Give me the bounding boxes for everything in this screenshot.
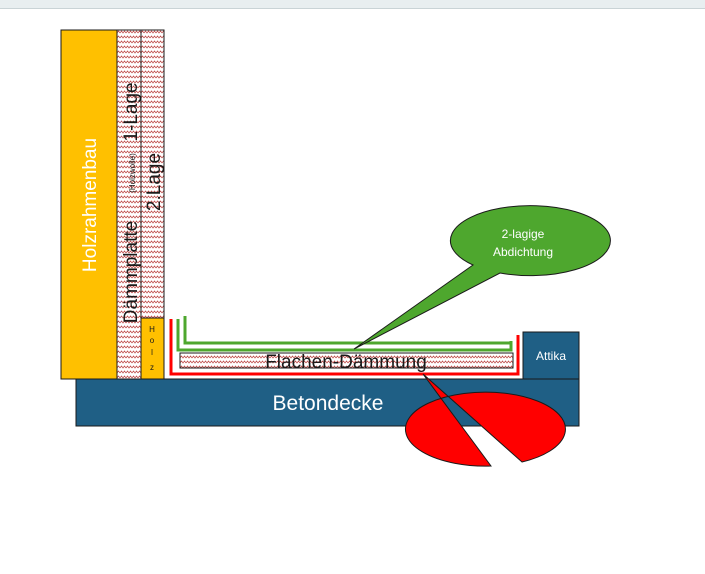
holz-letter-z: z [150, 363, 154, 372]
abdichtung-line-1 [176, 319, 513, 352]
daemmplatte-label: Dämmplatte [121, 221, 142, 323]
attika-label: Attika [536, 349, 566, 363]
holz-label: H o l z [149, 325, 155, 372]
lage-1-label: 1-Lage [121, 82, 142, 141]
holzrahmenbau-label: Holzrahmenbau [80, 138, 101, 272]
holz-letter-o: o [150, 336, 155, 345]
abdichtung-callout-bubble [353, 205, 611, 350]
flachen-daemmung-layer [179, 352, 514, 369]
abdichtung-line-2 [183, 316, 511, 345]
holzwolle-label: (Holzwolle) [128, 153, 137, 193]
dampfsperre-callout-bubble [404, 373, 566, 467]
attika-block [522, 331, 580, 380]
holz-letter-l: l [151, 348, 153, 357]
abdichtung-callout-line1: 2-lagige [502, 227, 545, 241]
holz-block [140, 317, 165, 380]
lage-2-label: 2.Lage [144, 153, 165, 211]
daemmplatte-layer-1 [116, 29, 142, 380]
window-top-bar [0, 0, 705, 9]
flachen-daemmung-label: Flachen-Dämmung [265, 352, 427, 373]
dampfsperre-line [169, 319, 520, 376]
abdichtung-callout-line2: Abdichtung [493, 245, 553, 259]
holzrahmenbau-wall [60, 29, 118, 380]
betondecke-label: Betondecke [273, 392, 384, 415]
holz-letter-h: H [149, 325, 155, 334]
dampfsperre-callout-label: Dampfsperre [502, 488, 572, 502]
